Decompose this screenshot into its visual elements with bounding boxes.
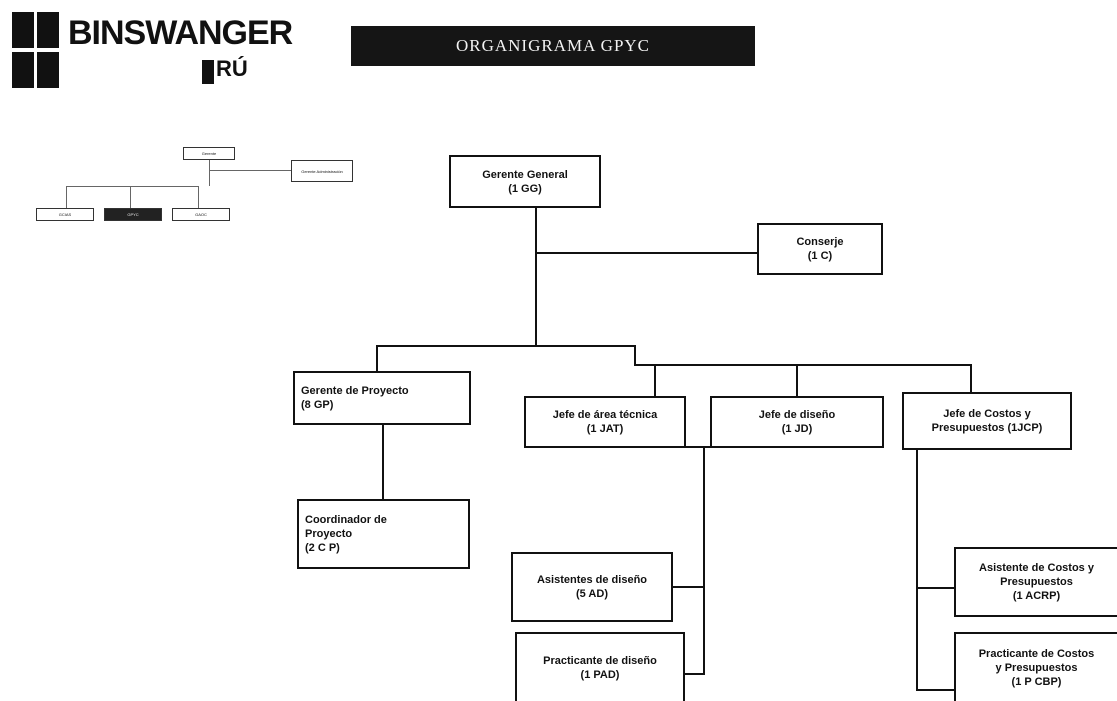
node-asistentes-diseno: Asistentes de diseño (5 AD) [511,552,673,622]
node-conserje: Conserje (1 C) [757,223,883,275]
mini-node-top: Gerente [183,147,235,160]
page-title: ORGANIGRAMA GPYC [455,36,651,55]
logo-mark-icon [12,12,60,88]
node-gerente-proyecto: Gerente de Proyecto (8 GP) [293,371,471,425]
logo-sub: RÚ [216,56,248,81]
mini-node-child-1: GCIAS [36,208,94,221]
company-logo: BINSWANGER RÚ [12,12,293,92]
node-gerente-general: Gerente General (1 GG) [449,155,601,208]
mini-node-child-2: GPYC [104,208,162,221]
node-practicante-diseno: Practicante de diseño (1 PAD) [515,632,685,701]
node-jefe-area-tecnica: Jefe de área técnica (1 JAT) [524,396,686,448]
mini-node-right: Gerente Administración [291,160,353,182]
node-coordinador-proyecto: Coordinador de Proyecto (2 C P) [297,499,470,569]
node-practicante-costos: Practicante de Costos y Presupuestos (1 … [954,632,1117,701]
node-asistente-costos: Asistente de Costos y Presupuestos (1 AC… [954,547,1117,617]
page-title-banner: ORGANIGRAMA GPYC [351,26,755,66]
mini-node-child-3: GAOC [172,208,230,221]
logo-name: BINSWANGER [68,14,293,52]
node-jefe-diseno: Jefe de diseño (1 JD) [710,396,884,448]
logo-sub-bar [202,60,214,84]
node-jefe-costos: Jefe de Costos y Presupuestos (1JCP) [902,392,1072,450]
